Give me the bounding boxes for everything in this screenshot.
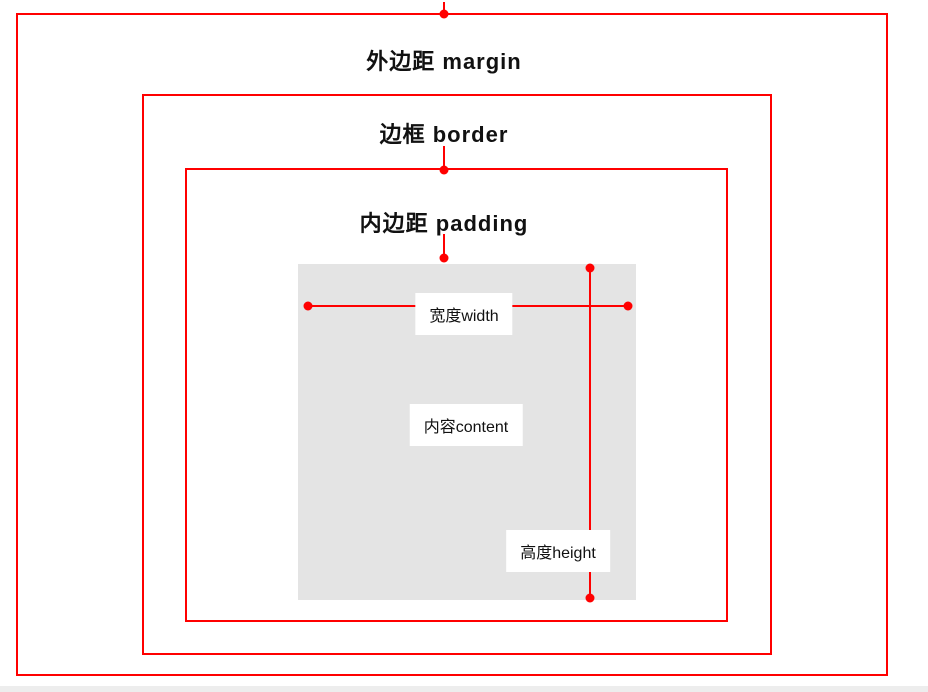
bottom-edge-strip [0,686,928,692]
padding-box [185,168,728,622]
connector-padding-content-dot [439,253,449,263]
connector-padding-content-line [443,234,445,258]
connector-top-dot [439,9,449,19]
height-label: 高度height [506,530,610,572]
width-label: 宽度width [415,293,513,335]
connector-border-padding-line [443,146,445,170]
width-line-left-dot [303,301,313,311]
margin-label: 外边距 margin [366,49,522,74]
border-box [142,94,772,655]
content-label: 内容content [409,404,523,446]
connector-top-line [443,2,445,14]
height-line-top-dot [585,263,595,273]
margin-box [16,13,888,676]
height-line [589,268,591,598]
width-line-right-dot [623,301,633,311]
connector-border-padding-dot [439,165,449,175]
padding-label: 内边距 padding [359,211,529,236]
border-label: 边框 border [379,122,509,147]
height-line-bottom-dot [585,593,595,603]
